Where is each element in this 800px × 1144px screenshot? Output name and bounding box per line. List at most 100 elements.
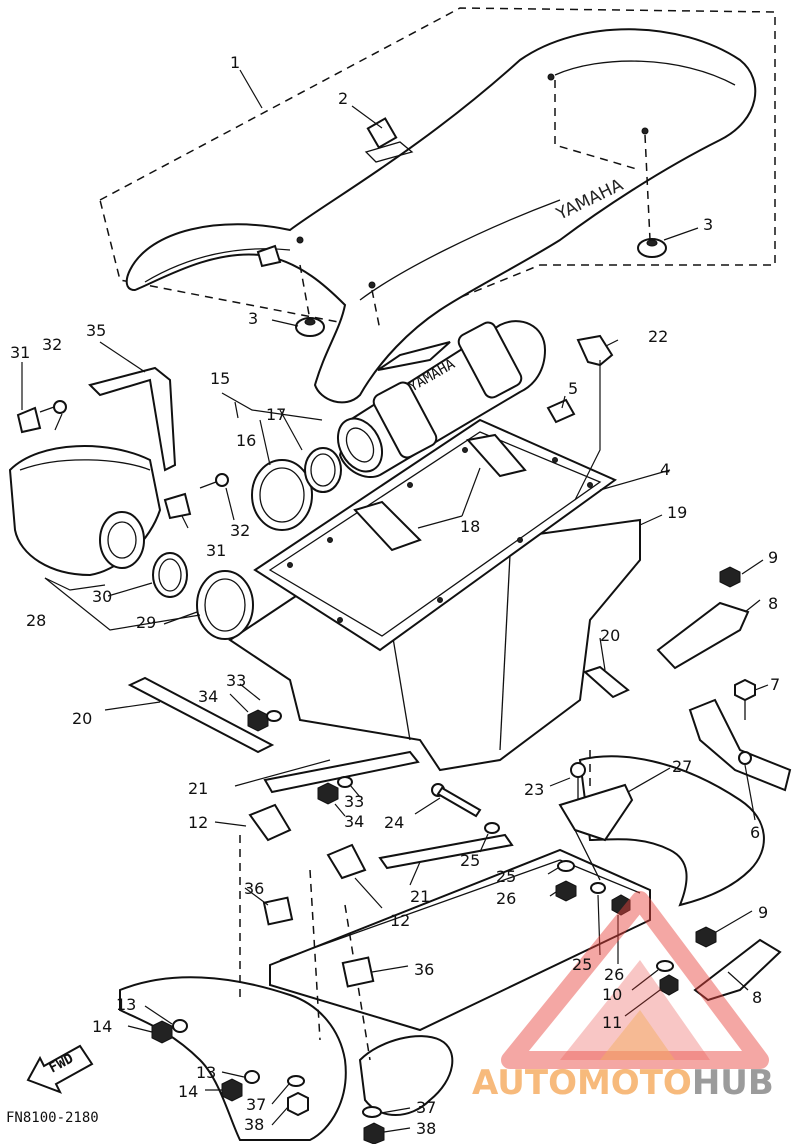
fwd-arrow-icon: FWD — [26, 1044, 94, 1094]
nut-38-right — [363, 1122, 385, 1144]
bracket-31-lower — [163, 492, 192, 520]
bolt-7 — [734, 678, 756, 720]
callout-1: 1 — [230, 53, 240, 72]
flame-arrester-case — [8, 445, 162, 577]
handle-8-lower — [693, 938, 782, 1002]
callout-38b: 38 — [416, 1119, 436, 1138]
callout-38a: 38 — [244, 1115, 264, 1134]
air-box-seal-plate — [253, 418, 617, 652]
callout-13a: 13 — [116, 995, 136, 1014]
washer-10 — [656, 960, 674, 972]
holder-36-upper — [262, 896, 294, 926]
washer-25-lower — [590, 882, 606, 894]
strip-20-right — [583, 665, 630, 699]
nut-26-mid — [555, 880, 577, 902]
callout-11: 11 — [602, 1013, 622, 1032]
watermark-text-auto: AUTOMOTO — [472, 1063, 692, 1103]
callout-33a: 33 — [226, 671, 246, 690]
callout-16: 16 — [236, 431, 256, 450]
washer-33-lower — [337, 776, 353, 788]
watermark-logo: AUTOMOTOHUB — [472, 891, 774, 1103]
callout-14a: 14 — [92, 1017, 112, 1036]
callout-8b: 8 — [752, 988, 762, 1007]
watermark-triangle-outer — [501, 891, 769, 1069]
element-16 — [251, 459, 313, 531]
callout-19: 19 — [667, 503, 687, 522]
washer-25-upper — [484, 822, 500, 834]
callout-37a: 37 — [246, 1095, 266, 1114]
element-29 — [196, 570, 254, 640]
callout-26a: 26 — [496, 889, 516, 908]
bolt-9-upper — [719, 566, 741, 588]
bracket-12-right — [326, 843, 367, 880]
callout-5: 5 — [568, 379, 578, 398]
callout-17: 17 — [266, 405, 286, 424]
nut-14-lower — [221, 1078, 243, 1102]
intake-silencer: YAMAHA — [336, 320, 547, 478]
nut-34-upper — [247, 709, 269, 732]
bracket-12-left — [248, 803, 292, 842]
gasket-17 — [304, 447, 342, 493]
callout-37b: 37 — [416, 1098, 436, 1117]
callout-27: 27 — [672, 757, 692, 776]
callout-18: 18 — [460, 517, 480, 536]
tube-27 — [558, 783, 634, 881]
callout-35: 35 — [86, 321, 106, 340]
tow-eye-6 — [688, 698, 792, 792]
callout-13b: 13 — [196, 1063, 216, 1082]
callout-25b: 25 — [496, 867, 516, 886]
callout-24: 24 — [384, 813, 404, 832]
screw-32-lower — [199, 473, 229, 489]
nut-38-left — [287, 1091, 309, 1117]
callout-36b: 36 — [414, 960, 434, 979]
washer-33-upper — [266, 710, 282, 722]
callout-22: 22 — [648, 327, 668, 346]
callout-21b: 21 — [410, 887, 430, 906]
hull-frame — [119, 750, 765, 1141]
nut-14-upper — [151, 1020, 173, 1044]
washer-37-right — [362, 1106, 382, 1118]
air-box-plate-bolts — [287, 447, 593, 623]
callout-25c: 25 — [572, 955, 592, 974]
strip-21-lower — [378, 833, 514, 870]
strap-35 — [88, 366, 177, 472]
washer-13-upper — [172, 1019, 188, 1033]
callout-20a: 20 — [72, 709, 92, 728]
callout-2: 2 — [338, 89, 348, 108]
nut-34-lower — [317, 782, 339, 805]
watermark-triangle-inner — [560, 960, 710, 1060]
callout-20b: 20 — [600, 626, 620, 645]
callout-30: 30 — [92, 587, 112, 606]
watermark-text-hub: HUB — [692, 1063, 774, 1103]
callout-labels: 1 2 3 3 4 5 6 7 8 8 9 9 10 11 12 12 13 1… — [10, 53, 780, 1138]
watermark-text: AUTOMOTOHUB — [472, 1063, 774, 1103]
callout-26b: 26 — [604, 965, 624, 984]
nut-26-lower — [611, 894, 631, 916]
holder-36-lower — [341, 956, 375, 988]
callout-34b: 34 — [344, 812, 364, 831]
strip-21-upper — [263, 750, 420, 794]
callout-28: 28 — [26, 611, 46, 630]
bolt-9-lower — [695, 926, 717, 948]
callout-8a: 8 — [768, 594, 778, 613]
callout-29: 29 — [136, 613, 156, 632]
callout-14b: 14 — [178, 1082, 198, 1101]
callout-6: 6 — [750, 823, 760, 842]
washer-13-lower — [244, 1070, 260, 1084]
callout-3a: 3 — [703, 215, 713, 234]
clip-part-5 — [546, 398, 576, 424]
callout-34a: 34 — [198, 687, 218, 706]
leader-lines — [21, 69, 769, 1133]
bolt-24 — [431, 783, 482, 818]
strip-20-left — [127, 676, 275, 754]
callout-36a: 36 — [244, 879, 264, 898]
callout-12a: 12 — [188, 813, 208, 832]
callout-7: 7 — [770, 675, 780, 694]
seat-assembly-outline — [99, 7, 776, 331]
callout-25a: 25 — [460, 851, 480, 870]
callout-15: 15 — [210, 369, 230, 388]
callout-4: 4 — [660, 460, 670, 479]
seat-damper-upper — [637, 238, 667, 258]
handle-8-upper — [656, 601, 750, 670]
callout-12b: 12 — [390, 911, 410, 930]
